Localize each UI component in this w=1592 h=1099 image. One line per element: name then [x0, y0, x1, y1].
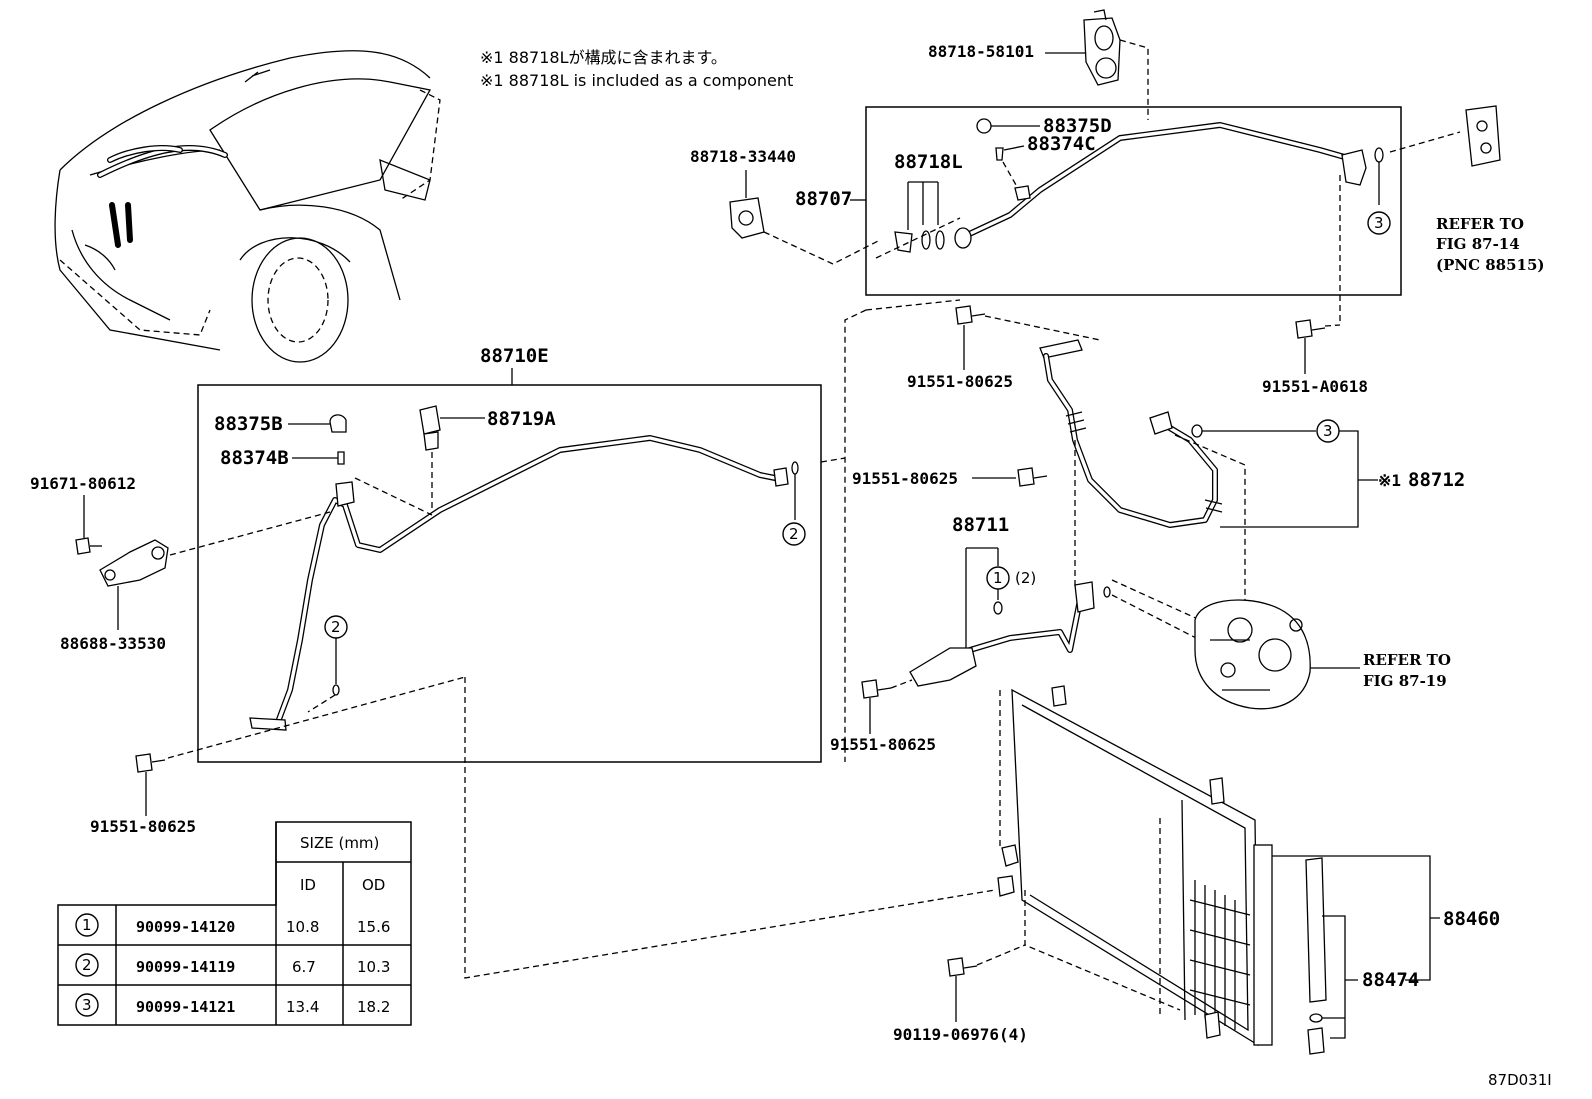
- callout-3-mid: 3: [1316, 419, 1340, 443]
- svg-text:6.7: 6.7: [292, 958, 316, 976]
- label-88712-mark: ※1: [1378, 471, 1401, 490]
- note-english: ※1 88718L is included as a component: [480, 71, 793, 90]
- fittings-88718L: [894, 230, 945, 253]
- label-88375D: 88375D: [1043, 115, 1112, 137]
- callout-3-top: 3: [1367, 211, 1391, 235]
- bracket-88718-33440: [729, 197, 765, 239]
- svg-text:90099-14120: 90099-14120: [136, 918, 235, 936]
- vehicle-location-sketch: [54, 50, 441, 363]
- size-table-header: SIZE (mm): [300, 834, 379, 852]
- svg-text:2: 2: [789, 525, 799, 543]
- hose-88712: [1039, 339, 1223, 528]
- label-91551-80625-left: 91551-80625: [90, 817, 196, 836]
- svg-text:10.3: 10.3: [357, 958, 390, 976]
- svg-text:1: 1: [82, 916, 92, 934]
- dryer-88474: [1305, 857, 1327, 1055]
- svg-text:13.4: 13.4: [286, 998, 319, 1016]
- svg-text:18.2: 18.2: [357, 998, 390, 1016]
- pressure-switch-88719A: [419, 405, 441, 451]
- size-table: [57, 821, 412, 1026]
- label-88375B: 88375B: [214, 413, 283, 435]
- callout-2-left: 2: [324, 615, 348, 639]
- label-91551-A0618: 91551-A0618: [1262, 377, 1368, 396]
- oring-88711: [993, 601, 1003, 615]
- refer-fig-87-14-l3: (PNC 88515): [1436, 256, 1545, 274]
- bolt-90119-06976: [947, 957, 978, 977]
- bracket-88688-33530: [99, 539, 169, 587]
- label-88710E: 88710E: [480, 345, 549, 367]
- size-table-col-id: ID: [300, 876, 316, 894]
- label-88460: 88460: [1443, 908, 1500, 930]
- refer-fig-87-14-l1: REFER TO: [1436, 215, 1524, 233]
- oring-88374B: [337, 451, 345, 465]
- callout-2-right: 2: [782, 522, 806, 546]
- label-91551-80625-low: 91551-80625: [830, 735, 936, 754]
- cap-88375B: [329, 414, 347, 433]
- expansion-valve-refer: [1465, 105, 1501, 167]
- pipe-88710E: [249, 435, 789, 731]
- label-88374C: 88374C: [1027, 133, 1096, 155]
- size-table-col-od: OD: [362, 876, 385, 894]
- svg-text:2: 2: [331, 618, 341, 636]
- label-88719A: 88719A: [487, 408, 556, 430]
- label-88712: 88712: [1408, 469, 1465, 491]
- label-91551-80625-top: 91551-80625: [907, 372, 1013, 391]
- label-88707: 88707: [795, 188, 852, 210]
- svg-text:1: 1: [993, 569, 1003, 587]
- label-90119-06976: 90119-06976(4): [893, 1025, 1028, 1044]
- label-88718-33440: 88718-33440: [690, 147, 796, 166]
- svg-text:3: 3: [1323, 422, 1333, 440]
- label-88718L: 88718L: [894, 151, 963, 173]
- svg-text:3: 3: [1374, 214, 1384, 232]
- condenser-88460: [997, 685, 1273, 1047]
- label-88474: 88474: [1362, 969, 1419, 991]
- pipe-88710E-group-box: [197, 384, 822, 763]
- bolt-91551-80625-top: [955, 305, 986, 325]
- bolt-91671-80612: [75, 537, 102, 555]
- oring-88711-end: [1103, 586, 1111, 598]
- refer-fig-87-19-l1: REFER TO: [1363, 651, 1451, 669]
- oring-88374C: [995, 147, 1004, 161]
- bolt-91551-A0618: [1295, 319, 1326, 339]
- oring-88712: [1191, 424, 1203, 438]
- label-88374B: 88374B: [220, 447, 289, 469]
- note-japanese: ※1 88718Lが構成に含まれます。: [480, 48, 727, 67]
- svg-text:2: 2: [82, 956, 92, 974]
- bolt-91551-80625-low: [861, 679, 892, 699]
- callout-1: 1: [986, 566, 1010, 590]
- oring-88710E-end: [791, 461, 799, 475]
- oring-pipe-end: [1374, 147, 1384, 163]
- label-88718-58101: 88718-58101: [928, 42, 1034, 61]
- hose-88711: [909, 581, 1095, 687]
- svg-text:90099-14119: 90099-14119: [136, 958, 235, 976]
- clamp-88718-58101: [1083, 9, 1121, 86]
- svg-text:15.6: 15.6: [357, 918, 390, 936]
- label-91671-80612: 91671-80612: [30, 474, 136, 493]
- bolt-91551-80625-mid: [1017, 467, 1048, 487]
- svg-text:3: 3: [82, 996, 92, 1014]
- label-88711: 88711: [952, 514, 1009, 536]
- label-91551-80625-mid: 91551-80625: [852, 469, 958, 488]
- bolt-91551-80625-left: [135, 753, 166, 773]
- label-88688-33530: 88688-33530: [60, 634, 166, 653]
- size-table-row: 2 90099-14119 6.7 10.3: [75, 953, 390, 977]
- svg-text:10.8: 10.8: [286, 918, 319, 936]
- compressor-refer: [1194, 599, 1311, 710]
- size-table-row: 3 90099-14121 13.4 18.2: [75, 993, 390, 1017]
- pipe-88707: [954, 122, 1367, 249]
- size-table-row: 1 90099-14120 10.8 15.6: [75, 913, 390, 937]
- refer-fig-87-19-l2: FIG 87-19: [1363, 672, 1447, 690]
- figure-id: 87D031I: [1488, 1071, 1552, 1089]
- refer-fig-87-14-l2: FIG 87-14: [1436, 235, 1520, 253]
- pipe-88707-group-box: [865, 106, 1402, 296]
- oring-88710E-lower: [332, 684, 340, 696]
- cap-88375D: [976, 118, 992, 134]
- svg-text:90099-14121: 90099-14121: [136, 998, 235, 1016]
- label-88711-qty: (2): [1015, 569, 1036, 587]
